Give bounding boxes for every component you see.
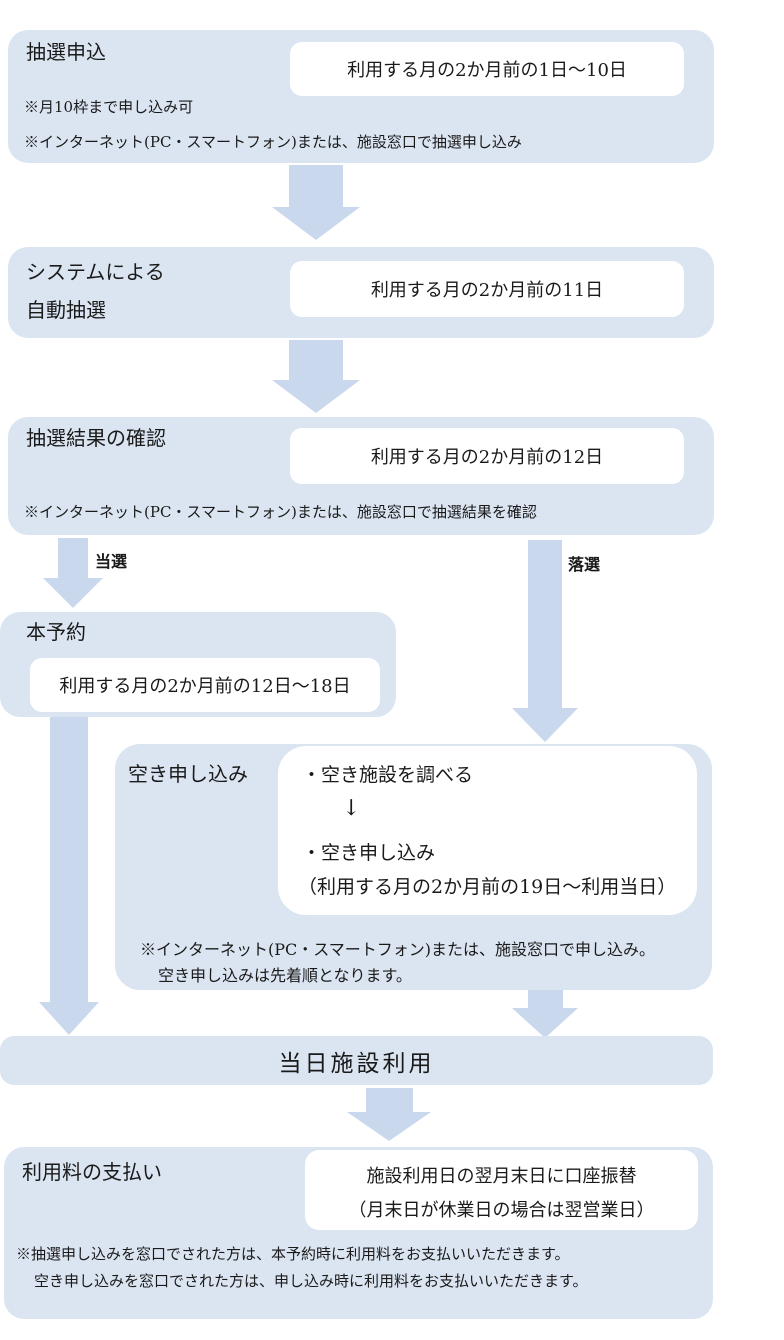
- step5-note-channel: ※インターネット(PC・スマートフォン)または、施設窓口で申し込み。: [140, 940, 656, 959]
- arrow-head: [512, 708, 578, 742]
- step4-title: 本予約: [26, 620, 86, 644]
- arrow-shaft: [289, 165, 343, 207]
- step5-vacancy-application-box: 空き申し込み ・空き施設を調べる ↓ ・空き申し込み （利用する月の2か月前の1…: [115, 744, 712, 990]
- down-arrow-glyph: ↓: [342, 796, 361, 821]
- step1-date-box: 利用する月の2か月前の1日～10日: [290, 42, 684, 96]
- step2-date-text: 利用する月の2か月前の11日: [370, 280, 604, 301]
- step1-title: 抽選申込: [26, 40, 106, 64]
- step6-facility-use-band: 当日施設利用: [0, 1036, 713, 1085]
- arrow-head: [272, 207, 360, 240]
- step3-date-box: 利用する月の2か月前の12日: [290, 428, 684, 484]
- step1-note-quota: ※月10枠まで申し込み可: [24, 98, 194, 116]
- step5-bullet-search: ・空き施設を調べる: [302, 764, 474, 786]
- step1-date-text: 利用する月の2か月前の1日～10日: [347, 60, 627, 81]
- step2-title: システムによる 自動抽選: [26, 253, 165, 329]
- step1-note-channel: ※インターネット(PC・スマートフォン)または、施設窓口で抽選申し込み: [24, 133, 522, 151]
- win-label: 当選: [95, 552, 128, 571]
- lose-label: 落選: [568, 555, 601, 574]
- step1-lottery-application-box: 抽選申込 利用する月の2か月前の1日～10日 ※月10枠まで申し込み可 ※インタ…: [8, 30, 714, 163]
- arrow-step5-to-step6: [512, 990, 578, 1038]
- arrow-shaft: [58, 538, 88, 578]
- step2-date-box: 利用する月の2か月前の11日: [290, 261, 684, 317]
- arrow-shaft: [289, 340, 343, 380]
- arrow-step1-to-step2: [272, 165, 360, 240]
- step2-title-line2: 自動抽選: [26, 298, 106, 322]
- arrow-shaft: [527, 990, 563, 1008]
- arrow-lose-branch: [512, 540, 578, 742]
- step3-title: 抽選結果の確認: [26, 426, 166, 450]
- arrow-shaft: [365, 1088, 413, 1112]
- step5-period-text: （利用する月の2か月前の19日～利用当日）: [298, 876, 677, 898]
- step7-date-box: 施設利用日の翌月末日に口座振替 （月末日が休業日の場合は翌営業日）: [305, 1150, 698, 1230]
- arrow-head: [39, 1002, 99, 1035]
- step4-final-reservation-box: 本予約 利用する月の2か月前の12日～18日: [0, 612, 396, 717]
- step5-title: 空き申し込み: [128, 762, 248, 786]
- arrow-step4-to-step6: [39, 717, 99, 1035]
- step3-note-channel: ※インターネット(PC・スマートフォン)または、施設窓口で抽選結果を確認: [24, 503, 537, 521]
- step7-date-line2: （月末日が休業日の場合は翌営業日）: [348, 1200, 655, 1221]
- step6-title: 当日施設利用: [278, 1050, 435, 1077]
- arrow-step6-to-step7: [347, 1088, 431, 1141]
- step7-date-line1: 施設利用日の翌月末日に口座振替: [366, 1166, 637, 1187]
- arrow-head: [43, 578, 103, 608]
- arrow-head: [512, 1008, 578, 1038]
- step5-note-first-come: 空き申し込みは先着順となります。: [158, 966, 412, 985]
- step2-title-line1: システムによる: [26, 260, 165, 284]
- step3-result-check-box: 抽選結果の確認 利用する月の2か月前の12日 ※インターネット(PC・スマートフ…: [8, 417, 714, 535]
- step5-bullet-apply: ・空き申し込み: [302, 842, 436, 864]
- step7-note-lottery-counter: ※抽選申し込みを窓口でされた方は、本予約時に利用料をお支払いいただきます。: [16, 1245, 570, 1263]
- step7-note-vacancy-counter: 空き申し込みを窓口でされた方は、申し込み時に利用料をお支払いいただきます。: [34, 1272, 588, 1290]
- arrow-win-branch: [43, 538, 103, 608]
- arrow-head: [347, 1112, 431, 1141]
- arrow-head: [272, 380, 360, 413]
- step3-date-text: 利用する月の2か月前の12日: [370, 447, 604, 468]
- step7-title: 利用料の支払い: [22, 1160, 162, 1184]
- step5-detail-box: ・空き施設を調べる ↓ ・空き申し込み （利用する月の2か月前の19日～利用当日…: [278, 746, 697, 915]
- arrow-shaft: [528, 540, 562, 708]
- step7-fee-payment-box: 利用料の支払い 施設利用日の翌月末日に口座振替 （月末日が休業日の場合は翌営業日…: [4, 1147, 713, 1319]
- arrow-shaft: [50, 717, 88, 1002]
- arrow-step2-to-step3: [272, 340, 360, 413]
- step2-auto-lottery-box: システムによる 自動抽選 利用する月の2か月前の11日: [8, 247, 714, 338]
- step4-date-box: 利用する月の2か月前の12日～18日: [30, 658, 380, 712]
- step4-date-text: 利用する月の2か月前の12日～18日: [59, 676, 351, 697]
